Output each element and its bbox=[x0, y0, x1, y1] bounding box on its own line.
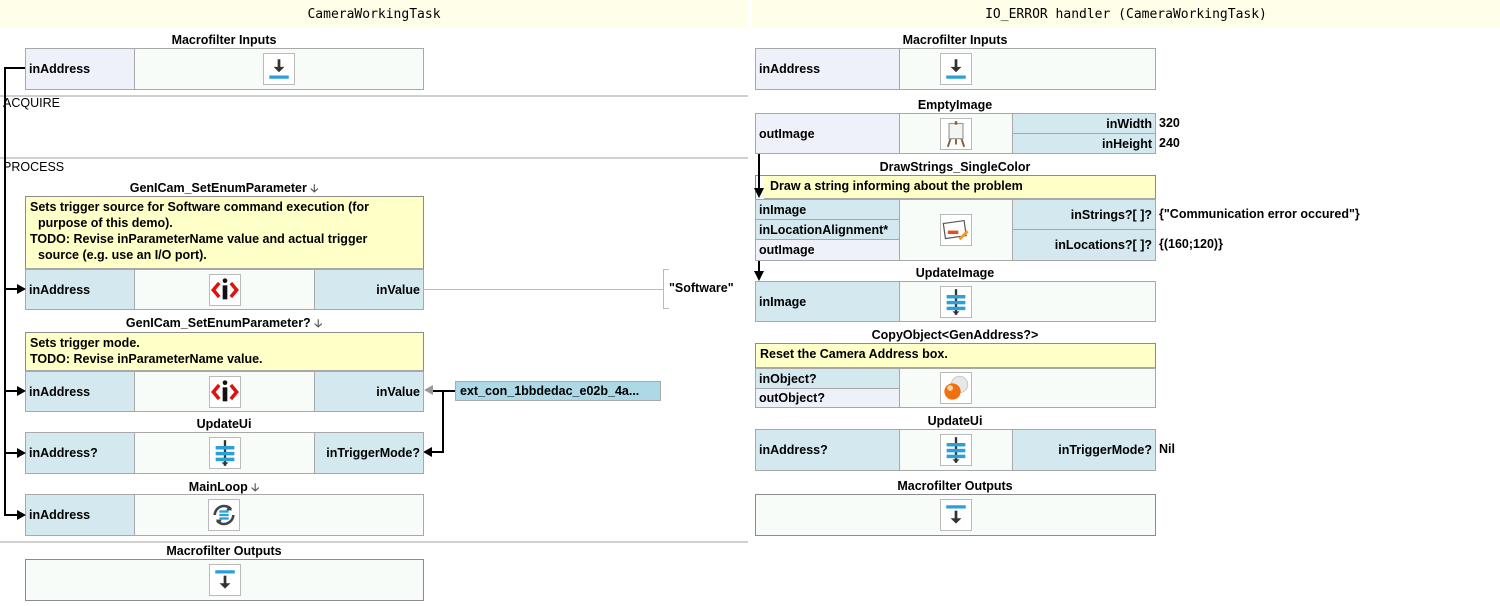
port-inlocationalignment[interactable]: inLocationAlignment* bbox=[755, 219, 900, 240]
block-comment: Reset the Camera Address box. bbox=[756, 344, 1155, 368]
block-comment: Sets trigger source for Software command… bbox=[26, 197, 423, 269]
port-invalue[interactable]: inValue bbox=[314, 269, 424, 310]
block-updateui[interactable]: inAddress? inTriggerMode? bbox=[755, 429, 1156, 471]
connection-line bbox=[758, 261, 760, 273]
easel-icon bbox=[940, 117, 972, 150]
connection-line bbox=[442, 390, 444, 453]
block-updateimage[interactable]: inImage bbox=[755, 281, 1156, 322]
block-mainloop[interactable]: inAddress bbox=[25, 494, 424, 536]
block-title: DrawStrings_SingleColor bbox=[879, 160, 1031, 174]
block-title: EmptyImage bbox=[917, 98, 993, 112]
block-genicam-set-trigger-source[interactable]: Sets trigger source for Software command… bbox=[25, 196, 424, 310]
output-arrow-icon bbox=[940, 499, 972, 531]
port-inaddress[interactable]: inAddress bbox=[25, 269, 135, 310]
block-comment: Draw a string informing about the proble… bbox=[764, 176, 1155, 199]
port-inaddress[interactable]: inAddress bbox=[25, 494, 135, 536]
update-icon bbox=[940, 434, 972, 466]
down-arrow-icon: 🡣 bbox=[314, 318, 323, 330]
block-title: CopyObject<GenAddress?> bbox=[871, 328, 1039, 342]
port-inaddress[interactable]: inAddress? bbox=[25, 432, 135, 474]
info-icon bbox=[208, 273, 241, 306]
section-divider bbox=[0, 157, 748, 159]
inlocations-value[interactable]: {(160;120)} bbox=[1159, 237, 1223, 251]
block-title: UpdateUi bbox=[196, 417, 252, 431]
down-arrow-icon: 🡣 bbox=[310, 183, 319, 195]
right-inputs-title: Macrofilter Inputs bbox=[902, 33, 1008, 47]
connection-line bbox=[423, 289, 663, 290]
inheight-value[interactable]: 240 bbox=[1159, 136, 1180, 150]
draw-text-icon bbox=[940, 214, 972, 246]
port-outimage[interactable]: outImage bbox=[755, 113, 900, 154]
input-arrow-icon bbox=[263, 53, 295, 85]
right-macrofilter-inputs[interactable]: inAddress bbox=[755, 48, 1156, 90]
section-process: PROCESS bbox=[3, 160, 65, 174]
block-title: UpdateUi bbox=[927, 414, 983, 428]
section-divider bbox=[0, 95, 748, 97]
left-inputs-title: Macrofilter Inputs bbox=[171, 33, 277, 47]
section-acquire: ACQUIRE bbox=[3, 96, 60, 110]
right-outputs-title: Macrofilter Outputs bbox=[897, 479, 1013, 493]
block-updateui[interactable]: inAddress? inTriggerMode? bbox=[25, 432, 424, 474]
update-icon bbox=[940, 285, 972, 318]
port-inaddress[interactable]: inAddress bbox=[25, 371, 135, 412]
connection-arrow-icon bbox=[17, 448, 26, 458]
instrings-value[interactable]: {"Communication error occured"} bbox=[1159, 207, 1360, 221]
right-panel-title: IO_ERROR handler (CameraWorkingTask) bbox=[752, 0, 1500, 28]
value-bracket bbox=[663, 269, 669, 309]
connection-line bbox=[4, 67, 6, 515]
port-intriggermode[interactable]: inTriggerMode? bbox=[314, 432, 424, 474]
port-inwidth[interactable]: inWidth bbox=[1012, 113, 1156, 134]
left-macrofilter-inputs[interactable]: inAddress bbox=[25, 48, 424, 90]
info-icon bbox=[208, 375, 241, 408]
block-title: GenICam_SetEnumParameter? 🡣 bbox=[125, 316, 323, 330]
port-inaddress[interactable]: inAddress bbox=[25, 48, 135, 90]
section-divider bbox=[0, 541, 748, 543]
port-invalue[interactable]: inValue bbox=[314, 371, 424, 412]
connection-line bbox=[758, 154, 760, 190]
output-arrow-icon bbox=[208, 564, 241, 596]
connection-arrow-icon bbox=[424, 385, 433, 395]
block-title: GenICam_SetEnumParameter 🡣 bbox=[129, 181, 319, 195]
block-comment: Sets trigger mode. TODO: Revise inParame… bbox=[26, 333, 423, 371]
block-title: MainLoop 🡣 bbox=[188, 480, 260, 494]
copy-object-icon bbox=[940, 372, 972, 404]
block-drawstrings[interactable]: Draw a string informing about the proble… bbox=[755, 175, 1156, 261]
connection-arrow-icon bbox=[423, 447, 432, 457]
connection-arrow-icon bbox=[17, 510, 26, 520]
port-outimage[interactable]: outImage bbox=[755, 239, 900, 261]
left-panel-title: CameraWorkingTask bbox=[0, 0, 748, 28]
right-macrofilter-outputs[interactable] bbox=[755, 494, 1156, 536]
port-intriggermode[interactable]: inTriggerMode? bbox=[1012, 429, 1156, 471]
left-outputs-title: Macrofilter Outputs bbox=[166, 544, 282, 558]
input-arrow-icon bbox=[940, 53, 972, 85]
port-inheight[interactable]: inHeight bbox=[1012, 133, 1156, 154]
connection-arrow-icon bbox=[17, 386, 26, 396]
block-genicam-set-trigger-mode[interactable]: Sets trigger mode. TODO: Revise inParame… bbox=[25, 332, 424, 412]
port-inaddress[interactable]: inAddress bbox=[755, 48, 900, 90]
external-connection-label[interactable]: ext_con_1bbdedac_e02b_4a... bbox=[455, 381, 661, 401]
port-inaddress[interactable]: inAddress? bbox=[755, 429, 900, 471]
invalue-constant[interactable]: "Software" bbox=[669, 281, 734, 295]
block-title: UpdateImage bbox=[915, 266, 995, 280]
inwidth-value[interactable]: 320 bbox=[1159, 116, 1180, 130]
loop-icon bbox=[208, 499, 240, 531]
port-outobject[interactable]: outObject? bbox=[755, 388, 900, 408]
connection-arrow-icon bbox=[754, 271, 764, 281]
port-inlocations[interactable]: inLocations?[ ]? bbox=[1012, 229, 1156, 261]
down-arrow-icon: 🡣 bbox=[251, 482, 260, 494]
port-inimage[interactable]: inImage bbox=[755, 199, 900, 220]
left-macrofilter-outputs[interactable] bbox=[25, 559, 424, 601]
intriggermode-value[interactable]: Nil bbox=[1159, 442, 1175, 456]
update-icon bbox=[208, 437, 241, 469]
connection-arrow-icon bbox=[17, 284, 26, 294]
port-inobject[interactable]: inObject? bbox=[755, 368, 900, 389]
block-copyobject[interactable]: Reset the Camera Address box. inObject? … bbox=[755, 343, 1156, 408]
port-inimage[interactable]: inImage bbox=[755, 281, 900, 322]
connection-arrow-icon bbox=[754, 188, 764, 198]
block-emptyimage[interactable]: outImage inWidth inHeight bbox=[755, 113, 1156, 154]
port-instrings[interactable]: inStrings?[ ]? bbox=[1012, 199, 1156, 230]
